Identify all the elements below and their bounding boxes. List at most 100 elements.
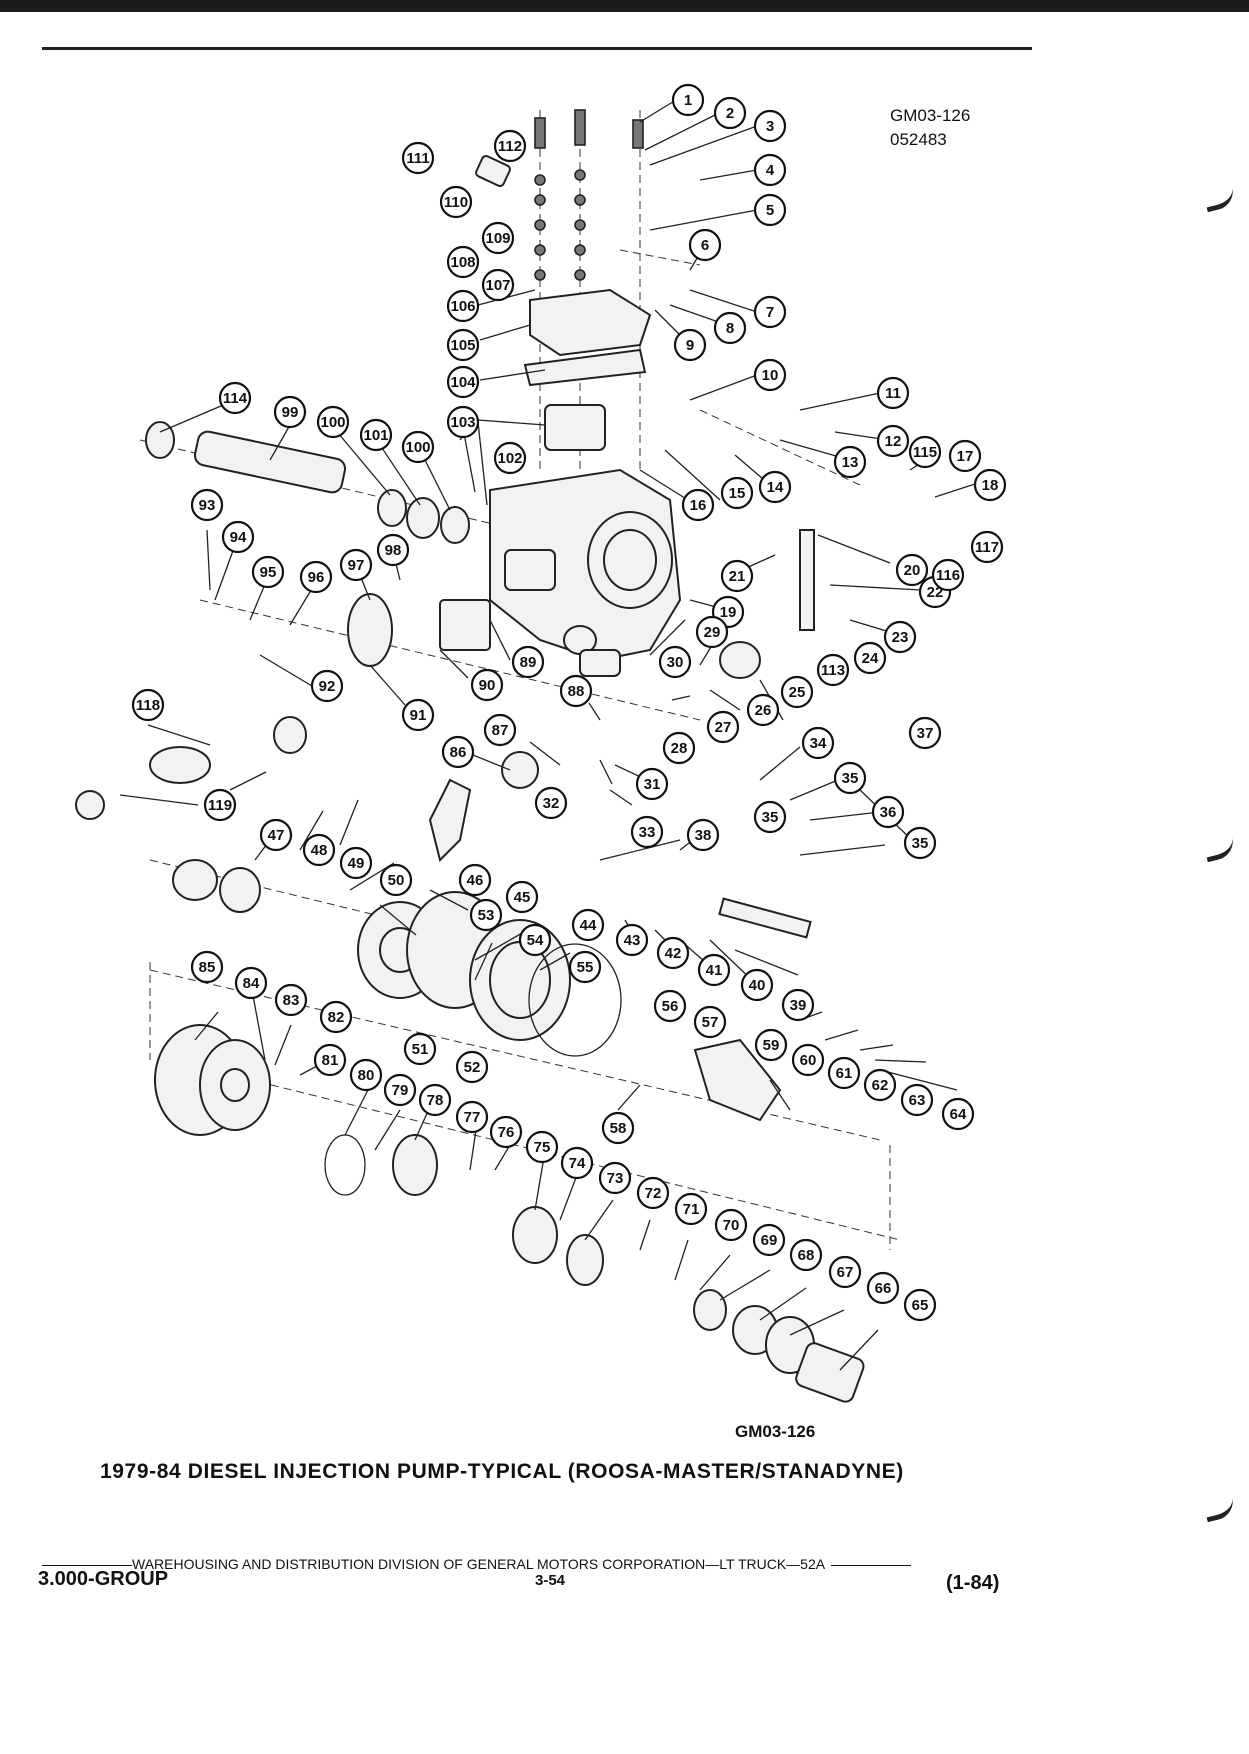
callout-number: 116 (936, 567, 960, 584)
callout-35: 35 (833, 761, 867, 795)
callout-118: 118 (131, 688, 165, 722)
callout-53: 53 (469, 898, 503, 932)
callout-106: 106 (446, 289, 480, 323)
edition-date: (1-84) (946, 1572, 1000, 1594)
callout-111: 111 (401, 141, 435, 175)
callout-69: 69 (752, 1223, 786, 1257)
callout-15: 15 (720, 476, 754, 510)
callout-114: 114 (218, 381, 252, 415)
callout-101: 101 (359, 418, 393, 452)
callout-number: 35 (912, 835, 929, 852)
callout-number: 104 (450, 374, 476, 391)
callout-119: 119 (203, 788, 237, 822)
callout-23: 23 (883, 620, 917, 654)
callout-105: 105 (446, 328, 480, 362)
callout-number: 20 (904, 562, 921, 579)
callout-number: 28 (671, 740, 688, 757)
callout-number: 43 (624, 932, 641, 949)
callout-number: 68 (798, 1247, 815, 1264)
callout-number: 35 (762, 809, 779, 826)
callout-number: 11 (885, 385, 901, 402)
callout-number: 96 (308, 569, 325, 586)
callout-number: 67 (837, 1264, 854, 1281)
callout-110: 110 (439, 185, 473, 219)
callout-44: 44 (571, 908, 605, 942)
callout-63: 63 (900, 1083, 934, 1117)
governor-cover (523, 288, 652, 451)
callout-number: 8 (726, 320, 734, 337)
callout-83: 83 (274, 983, 308, 1017)
callout-92: 92 (310, 669, 344, 703)
callout-number: 84 (243, 975, 260, 992)
callout-87: 87 (483, 713, 517, 747)
front-shaft-stack (324, 1134, 865, 1403)
callout-21: 21 (720, 559, 754, 593)
callout-68: 68 (789, 1238, 823, 1272)
callout-number: 15 (729, 485, 746, 502)
callout-number: 6 (701, 237, 709, 254)
callout-number: 36 (880, 804, 897, 821)
callout-29: 29 (695, 615, 729, 649)
callout-number: 14 (767, 479, 784, 496)
callout-70: 70 (714, 1208, 748, 1242)
callout-77: 77 (455, 1100, 489, 1134)
callout-51: 51 (403, 1032, 437, 1066)
figure-id-line: GM03-126 (890, 106, 971, 125)
callout-number: 88 (568, 683, 585, 700)
figure-id-block: GM03-126 052483 (890, 104, 970, 152)
footer-rule-right (831, 1564, 912, 1566)
callout-115: 115 (908, 435, 942, 469)
callout-number: 118 (136, 697, 160, 714)
figure-id-line: 052483 (890, 130, 947, 149)
callout-1: 1 (671, 83, 705, 117)
callout-58: 58 (601, 1111, 635, 1145)
callout-93: 93 (190, 488, 224, 522)
callout-number: 78 (427, 1092, 444, 1109)
callout-109: 109 (481, 221, 515, 255)
figure-code: GM03-126 (735, 1422, 816, 1441)
callout-number: 74 (569, 1155, 586, 1172)
callout-74: 74 (560, 1146, 594, 1180)
callout-number: 91 (410, 707, 427, 724)
callout-number: 48 (311, 842, 328, 859)
callout-number: 72 (645, 1185, 662, 1202)
callout-54: 54 (518, 923, 552, 957)
callout-number: 99 (282, 404, 299, 421)
callout-number: 87 (492, 722, 509, 739)
callout-3: 3 (753, 109, 787, 143)
callout-98: 98 (376, 533, 410, 567)
callout-103: 103 (446, 405, 480, 439)
callout-78: 78 (418, 1083, 452, 1117)
callout-39: 39 (781, 988, 815, 1022)
callout-38: 38 (686, 818, 720, 852)
callout-number: 50 (388, 872, 405, 889)
callout-26: 26 (746, 693, 780, 727)
callout-90: 90 (470, 668, 504, 702)
callout-16: 16 (681, 488, 715, 522)
callout-40: 40 (740, 968, 774, 1002)
callout-number: 59 (763, 1037, 780, 1054)
callout-number: 23 (892, 629, 909, 646)
callout-91: 91 (401, 698, 435, 732)
callout-62: 62 (863, 1068, 897, 1102)
callout-34: 34 (801, 726, 835, 760)
callout-number: 35 (842, 770, 859, 787)
callout-number: 109 (485, 230, 510, 247)
callout-number: 81 (322, 1052, 339, 1069)
callout-113: 113 (816, 653, 850, 687)
callout-12: 12 (876, 424, 910, 458)
callout-19: 19 (711, 595, 745, 629)
callout-47: 47 (259, 818, 293, 852)
callout-108: 108 (446, 245, 480, 279)
callout-number: 34 (810, 735, 827, 752)
callout-number: 46 (467, 872, 484, 889)
callout-number: 89 (520, 654, 537, 671)
callout-number: 66 (875, 1280, 892, 1297)
callout-number: 32 (543, 795, 560, 812)
callout-number: 75 (534, 1139, 551, 1156)
rotor-and-cam-assembly (357, 891, 782, 1122)
callout-42: 42 (656, 936, 690, 970)
callout-88: 88 (559, 674, 593, 708)
callout-11: 11 (876, 376, 910, 410)
